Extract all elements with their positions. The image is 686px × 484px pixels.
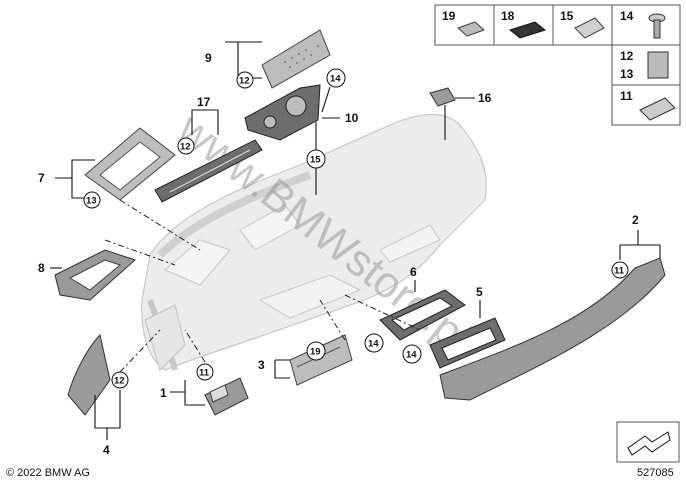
callout-5: 5 bbox=[476, 285, 483, 299]
circled-label-12-part-9: 12 bbox=[239, 76, 250, 87]
legend-label-19: 19 bbox=[442, 9, 456, 23]
circled-13-part-7 bbox=[83, 191, 101, 209]
diagram-number: 527085 bbox=[637, 467, 674, 479]
part-9-speaker-grille bbox=[261, 29, 331, 89]
legend-label-13: 13 bbox=[620, 67, 634, 81]
circled-label-14-part-6b: 14 bbox=[406, 350, 417, 361]
part-17-trim-strip bbox=[154, 139, 263, 203]
copyright: © 2022 BMW AG bbox=[6, 467, 90, 479]
legend-label-11: 11 bbox=[620, 89, 633, 103]
circled-label-14-part-6a: 14 bbox=[368, 339, 379, 350]
callout-2: 2 bbox=[632, 213, 639, 227]
callout-16: 16 bbox=[478, 91, 492, 105]
legend-label-18: 18 bbox=[501, 9, 515, 23]
circled-label-12-part-17: 12 bbox=[180, 142, 191, 153]
callout-17: 17 bbox=[197, 95, 211, 109]
callout-10: 10 bbox=[345, 111, 359, 125]
circled-label-13-part-7: 13 bbox=[86, 196, 97, 207]
part-4-side-panel bbox=[67, 334, 111, 416]
circled-12-part-17 bbox=[177, 137, 195, 155]
callout-3: 3 bbox=[258, 358, 265, 372]
circled-label-19-part-3: 19 bbox=[310, 347, 321, 358]
circled-label-11-part-2: 11 bbox=[614, 266, 625, 277]
callout-8: 8 bbox=[38, 261, 45, 275]
part-5-carrier bbox=[429, 317, 506, 369]
legend-label-15: 15 bbox=[560, 9, 574, 23]
callout-4: 4 bbox=[103, 443, 110, 457]
circled-12-part-9 bbox=[236, 71, 254, 89]
circled-11-part-2 bbox=[611, 261, 629, 279]
part-16-sensor bbox=[429, 87, 456, 107]
callout-7: 7 bbox=[38, 171, 45, 185]
callout-1: 1 bbox=[160, 386, 167, 400]
callout-9: 9 bbox=[205, 51, 212, 65]
circled-14-part-6b bbox=[402, 344, 422, 364]
circled-19-part-3 bbox=[306, 341, 326, 361]
circled-label-11-part-1: 11 bbox=[199, 368, 210, 379]
circled-label-15-part-10: 15 bbox=[310, 155, 321, 166]
circled-14-part-10 bbox=[326, 68, 346, 88]
part-6-frame bbox=[379, 289, 466, 341]
part-7-bezel bbox=[84, 127, 176, 201]
part-8-vent-frame bbox=[54, 249, 136, 301]
circled-label-12-part-4: 12 bbox=[114, 376, 125, 387]
circled-label-14-part-10: 14 bbox=[330, 74, 341, 85]
part-10-bracket bbox=[244, 84, 321, 141]
callout-6: 6 bbox=[410, 265, 417, 279]
legend-label-12: 12 bbox=[620, 49, 634, 63]
part-1-bracket bbox=[204, 377, 249, 416]
circled-11-part-1 bbox=[196, 363, 214, 381]
legend-label-14: 14 bbox=[620, 9, 634, 23]
circled-14-part-6a bbox=[364, 333, 384, 353]
part-3-control-unit bbox=[289, 334, 353, 386]
dashboard-carrier bbox=[141, 113, 487, 371]
fasteners-legend: 19 18 15 14 12 13 11 bbox=[434, 4, 681, 126]
part-2-long-trim bbox=[439, 257, 666, 401]
view-direction-icon bbox=[616, 421, 680, 463]
